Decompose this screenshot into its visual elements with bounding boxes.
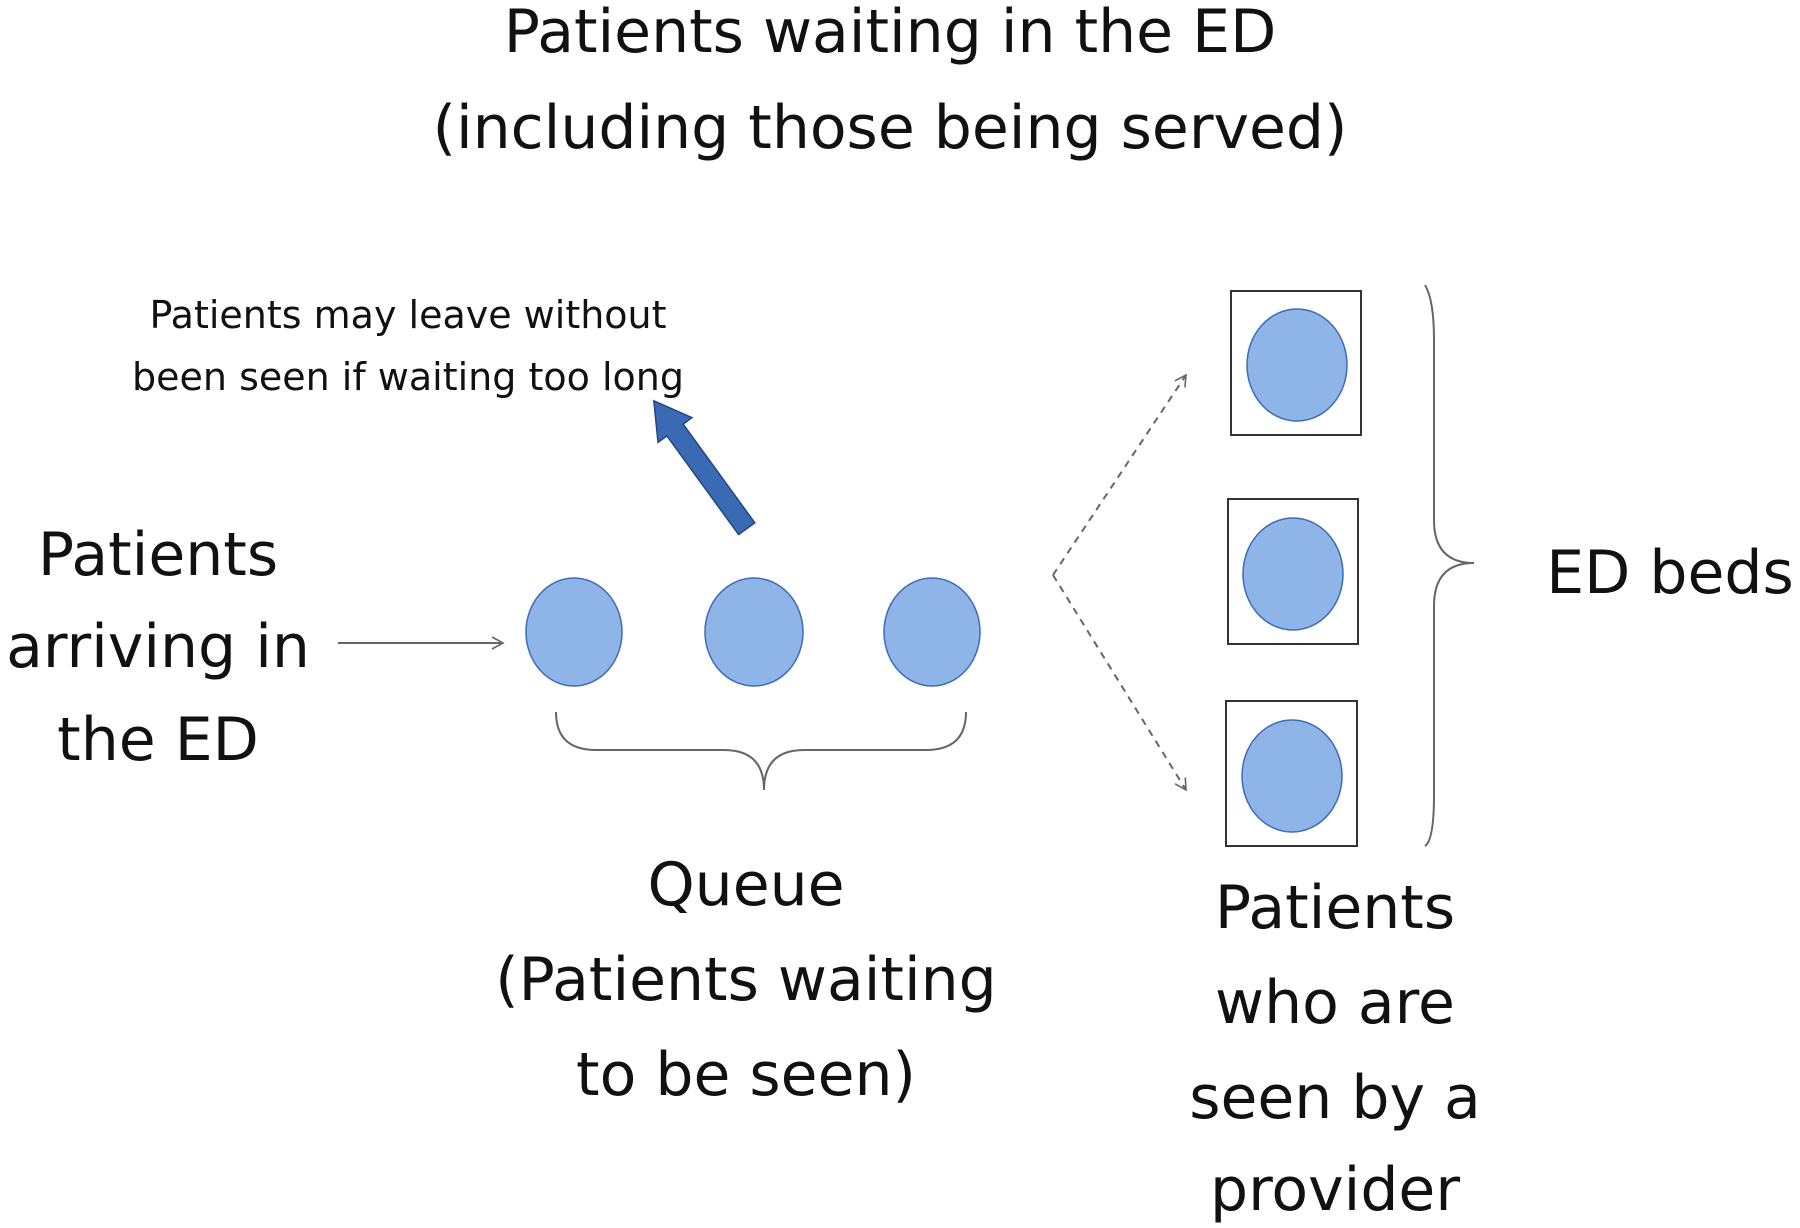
dashed-arrow-to-bed-3 — [1052, 574, 1187, 792]
queue-patient-2 — [704, 577, 804, 687]
seen-label-line-3: seen by a — [1189, 1063, 1481, 1133]
dashed-arrow-to-bed-1 — [1052, 373, 1187, 576]
beds-brace — [1424, 284, 1475, 847]
bed-1-patient — [1246, 308, 1348, 422]
queue-patient-3 — [883, 577, 981, 687]
seen-label-line-4: provider — [1210, 1155, 1460, 1225]
bed-2-patient — [1242, 517, 1344, 631]
title-line-2: (including those being served) — [433, 93, 1348, 163]
queue-label-line-2: (Patients waiting — [495, 945, 996, 1015]
leave-note-line-1: Patients may leave without — [149, 293, 666, 337]
seen-label-line-1: Patients — [1215, 873, 1455, 943]
queue-patient-1 — [525, 577, 623, 687]
queue-brace — [555, 711, 967, 791]
queue-label-line-1: Queue — [647, 850, 844, 920]
queue-label-line-3: to be seen) — [576, 1040, 916, 1110]
ed-beds-label: ED beds — [1546, 538, 1794, 608]
seen-label-line-2: who are — [1215, 968, 1455, 1038]
arrivals-label-line-2: arriving in — [6, 612, 310, 682]
arrivals-label-line-1: Patients — [38, 520, 278, 590]
leave-arrow — [652, 399, 756, 536]
arrivals-label-line-3: the ED — [57, 705, 259, 775]
leave-note-line-2: been seen if waiting too long — [132, 355, 684, 399]
title-line-1: Patients waiting in the ED — [504, 0, 1277, 67]
bed-3-patient — [1241, 719, 1343, 833]
